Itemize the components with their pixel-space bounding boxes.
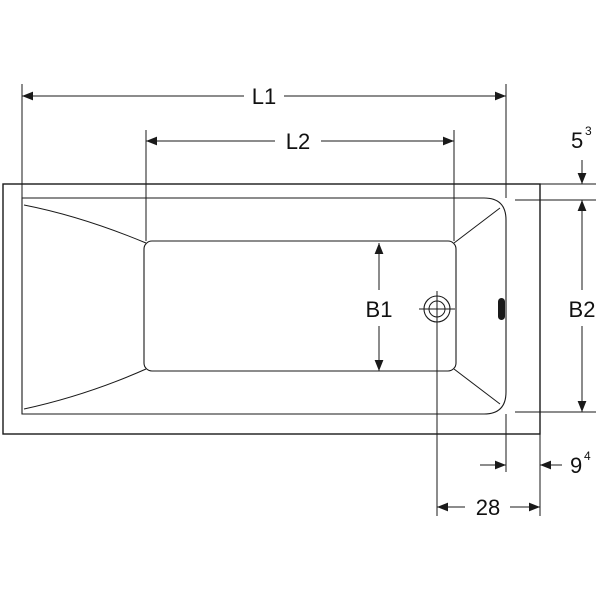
backrest-slope-top xyxy=(23,204,147,244)
l1-label: L1 xyxy=(252,84,276,109)
overflow xyxy=(498,298,505,320)
rim-5-3-superscript: 3 xyxy=(585,124,592,138)
foot-slope-bottom xyxy=(453,368,501,405)
tub-outer-rim xyxy=(2,183,541,435)
foot-slope-top xyxy=(453,207,501,244)
b2-label: B2 xyxy=(569,297,596,322)
rim-9-4-label: 9 xyxy=(570,453,582,478)
drain xyxy=(419,291,455,327)
b1-label: B1 xyxy=(366,297,393,322)
tub-floor xyxy=(143,240,457,372)
backrest-slope-bottom xyxy=(23,368,147,410)
drain-28-label: 28 xyxy=(476,495,500,520)
l2-label: L2 xyxy=(286,129,310,154)
rim-9-4-superscript: 4 xyxy=(584,449,591,463)
tub-inner-outline xyxy=(21,197,507,415)
rim-5-3-label: 5 xyxy=(571,128,583,153)
